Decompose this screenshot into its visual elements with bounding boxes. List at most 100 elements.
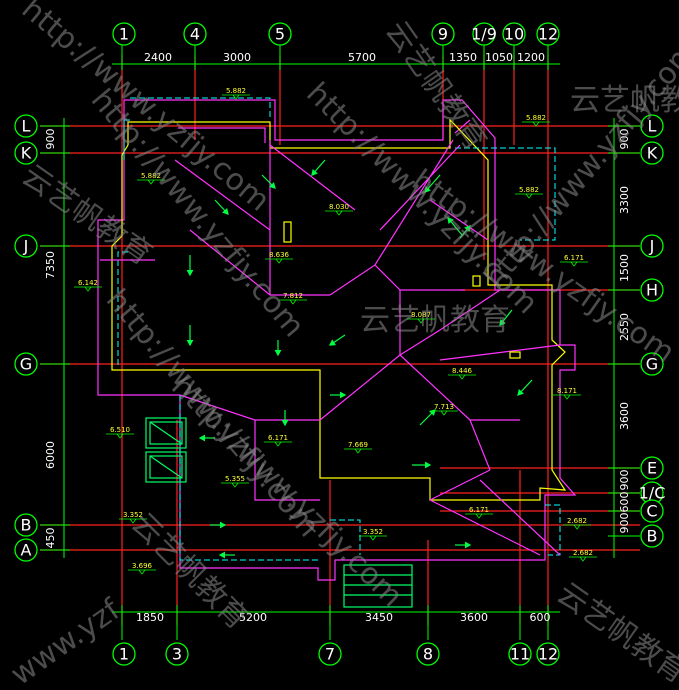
elevation-value: 7.713 xyxy=(434,403,454,411)
dimension-right: 3300 xyxy=(618,186,631,214)
axis-bubble-bottom-label: 8 xyxy=(423,645,433,664)
drain-arrow xyxy=(419,409,436,426)
elevation-mark: 7.713 xyxy=(430,403,458,416)
elevation-mark: 8.171 xyxy=(553,387,581,400)
axis-bubble-left: J xyxy=(14,234,38,258)
elevation-value: 7.812 xyxy=(283,292,303,300)
axis-bubble-top: 1 xyxy=(112,22,136,46)
drain-arrow xyxy=(455,541,472,549)
axis-bubble-top-label: 5 xyxy=(275,25,285,44)
drain-arrow xyxy=(459,225,471,239)
dimension-top: 3000 xyxy=(223,51,251,64)
axis-bubble-top: 5 xyxy=(268,22,292,46)
axis-bubble-left-label: A xyxy=(21,541,32,560)
elevation-mark: 6.142 xyxy=(74,279,102,292)
axis-bubble-right: C xyxy=(640,499,664,523)
axis-bubble-left: L xyxy=(14,114,38,138)
elevation-mark: 5.882 xyxy=(522,114,550,127)
dimension-bottom: 3600 xyxy=(460,611,488,624)
drain-arrow xyxy=(186,325,194,347)
dimension-lines xyxy=(40,45,640,640)
watermarks: http://www.yzfjy.comhttp://www.yzfjy.com… xyxy=(5,0,679,690)
axis-bubble-top: 12 xyxy=(536,22,560,46)
drain-arrow xyxy=(424,174,441,193)
axis-bubble-right-label: L xyxy=(648,117,657,136)
axis-bubble-right-label: B xyxy=(647,527,658,546)
elevation-value: 8.636 xyxy=(269,251,290,259)
dimension-top: 1350 xyxy=(449,51,477,64)
elevation-value: 5.882 xyxy=(519,186,539,194)
elevation-value: 5.882 xyxy=(226,87,246,95)
axis-bubble-top-label: 4 xyxy=(190,25,200,44)
dimension-bottom: 3450 xyxy=(365,611,393,624)
axis-bubble-bottom: 7 xyxy=(318,642,342,666)
axis-bubble-right: J xyxy=(640,234,664,258)
axis-bubble-bottom-label: 3 xyxy=(172,645,182,664)
dimension-right: 900 xyxy=(618,470,631,491)
axis-bubble-left-label: G xyxy=(20,355,32,374)
elevation-value: 6.171 xyxy=(469,506,489,514)
axis-bubble-top-label: 1/9 xyxy=(471,25,497,44)
axis-bubble-left-label: J xyxy=(23,237,29,256)
elevation-value: 3.696 xyxy=(132,562,153,570)
axis-bubble-right-label: 1/C xyxy=(639,484,666,503)
dimension-left: 450 xyxy=(44,528,57,549)
watermark-text: 云艺帆教育 xyxy=(360,303,510,338)
axis-bubble-right-label: E xyxy=(647,459,657,478)
elevation-mark: 3.352 xyxy=(119,511,147,524)
elevation-value: 2.682 xyxy=(573,549,593,557)
drain-arrow xyxy=(328,334,346,346)
watermark-text: 云艺帆教育 xyxy=(550,576,679,690)
elevation-mark: 7.669 xyxy=(344,441,372,454)
elevation-mark: 2.682 xyxy=(569,549,597,562)
elevation-mark: 5.882 xyxy=(222,87,250,100)
drain-arrow xyxy=(412,461,432,469)
elevation-value: 3.352 xyxy=(363,528,383,536)
elevation-value: 8.171 xyxy=(557,387,577,395)
dimension-right: 2550 xyxy=(618,313,631,341)
elevation-mark: 6.171 xyxy=(560,254,588,267)
watermark-text: 云艺帆教育 xyxy=(570,83,679,118)
axis-bubble-top: 9 xyxy=(431,22,455,46)
elevation-mark: 3.352 xyxy=(359,528,387,541)
elevation-mark: 3.696 xyxy=(128,562,156,575)
axis-bubble-right-label: J xyxy=(649,237,655,256)
axis-bubble-bottom: 1 xyxy=(112,642,136,666)
drain-arrow xyxy=(218,551,235,559)
elevation-value: 8.087 xyxy=(411,311,431,319)
dimension-bottom: 1850 xyxy=(136,611,164,624)
axis-bubble-left: K xyxy=(14,141,38,165)
dimension-top: 5700 xyxy=(348,51,376,64)
axis-bubble-bottom: 12 xyxy=(536,642,560,666)
axis-bubble-right: L xyxy=(640,114,664,138)
axis-bubble-bottom-label: 7 xyxy=(325,645,335,664)
drain-arrow xyxy=(186,255,194,277)
dimension-top: 1200 xyxy=(517,51,545,64)
dimension-top: 1050 xyxy=(485,51,513,64)
axis-bubble-top: 10 xyxy=(502,22,526,46)
dimension-right: 3600 xyxy=(618,402,631,430)
axis-bubble-right-label: C xyxy=(646,502,657,521)
dimension-bottom: 600 xyxy=(530,611,551,624)
dimension-right: 900 xyxy=(618,129,631,150)
axis-bubble-left-label: L xyxy=(22,117,31,136)
axis-bubble-left: B xyxy=(14,513,38,537)
roof-outline xyxy=(97,97,577,581)
axis-bubble-top-label: 9 xyxy=(438,25,448,44)
axis-bubble-right-label: G xyxy=(646,355,658,374)
drain-arrow xyxy=(261,174,276,189)
elevation-mark: 2.682 xyxy=(563,517,591,530)
axis-bubble-right-label: H xyxy=(646,281,658,300)
elevation-mark: 8.446 xyxy=(448,367,476,380)
axis-bubble-bottom-label: 12 xyxy=(538,645,558,664)
vent-markers xyxy=(283,221,521,359)
elevation-mark: 6.510 xyxy=(106,426,134,439)
drain-arrow xyxy=(210,521,227,529)
drain-arrow xyxy=(281,410,289,427)
drain-arrow xyxy=(311,159,326,176)
axis-bubble-right: E xyxy=(640,456,664,480)
elevation-value: 5.355 xyxy=(225,475,245,483)
